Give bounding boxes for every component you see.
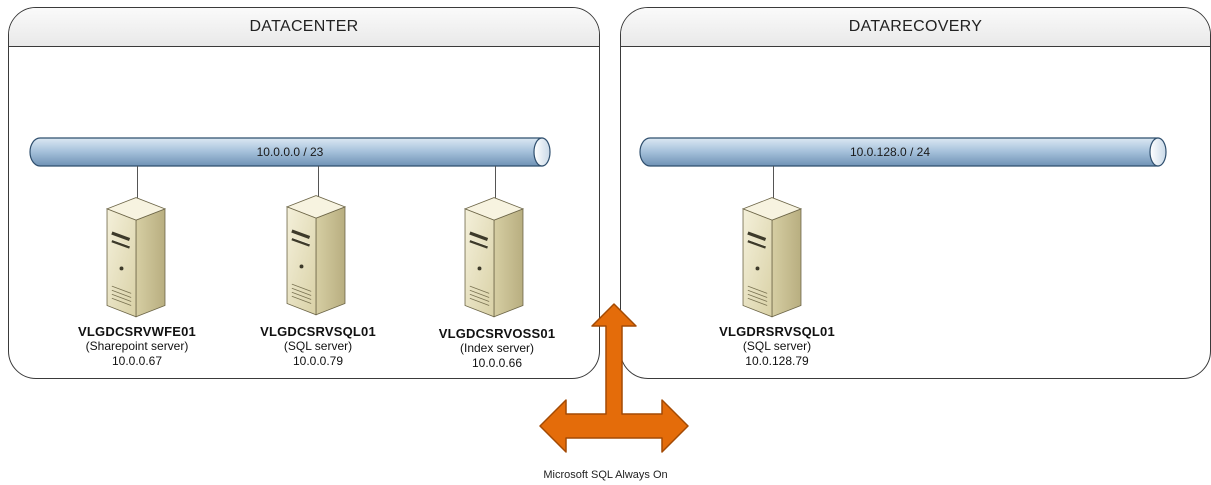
server-role: (SQL server): [283, 339, 353, 353]
server-tower-icon: [463, 196, 525, 319]
server-hostname: VLGDCSRVOSS01: [438, 326, 556, 341]
server-hostname: VLGDCSRVSQL01: [260, 324, 376, 339]
link-line-sql: [318, 166, 319, 200]
server-role: (Index server): [459, 341, 535, 355]
server-role: (Sharepoint server): [85, 339, 189, 353]
datarecovery-site-title: DATARECOVERY: [621, 8, 1210, 47]
server-label-sql: VLGDCSRVSQL01 (SQL server) 10.0.0.79: [238, 324, 398, 369]
datacenter-site-title: DATACENTER: [9, 8, 599, 47]
server-hostname: VLGDCSRVWFE01: [78, 324, 196, 339]
server-tower-icon: [105, 196, 167, 319]
server-ip: 10.0.0.79: [292, 354, 344, 368]
link-line-oss: [495, 166, 496, 200]
server-hostname: VLGDRSRVSQL01: [719, 324, 835, 339]
three-way-arrow-icon: [539, 303, 689, 453]
server-ip: 10.0.128.79: [745, 354, 809, 368]
server-ip: 10.0.0.66: [471, 356, 523, 370]
datacenter-network-label: 10.0.0.0 / 23: [257, 145, 324, 159]
datarecovery-network-label: 10.0.128.0 / 24: [850, 145, 930, 159]
replication-caption: Microsoft SQL Always On: [543, 469, 668, 481]
server-tower-icon: [741, 196, 803, 319]
server-label-drsql: VLGDRSRVSQL01 (SQL server) 10.0.128.79: [697, 324, 857, 369]
datarecovery-site: DATARECOVERY: [620, 7, 1211, 379]
link-line-drsql: [773, 166, 774, 200]
server-ip: 10.0.0.67: [111, 354, 163, 368]
server-tower-icon: [285, 194, 347, 317]
datacenter-site: DATACENTER: [8, 7, 600, 379]
datarecovery-network-bar: 10.0.128.0 / 24: [639, 137, 1167, 167]
datacenter-network-bar: 10.0.0.0 / 23: [29, 137, 551, 167]
server-role: (SQL server): [742, 339, 812, 353]
link-line-wfe: [137, 166, 138, 202]
server-label-wfe: VLGDCSRVWFE01 (Sharepoint server) 10.0.0…: [57, 324, 217, 369]
server-label-oss: VLGDCSRVOSS01 (Index server) 10.0.0.66: [417, 326, 577, 371]
